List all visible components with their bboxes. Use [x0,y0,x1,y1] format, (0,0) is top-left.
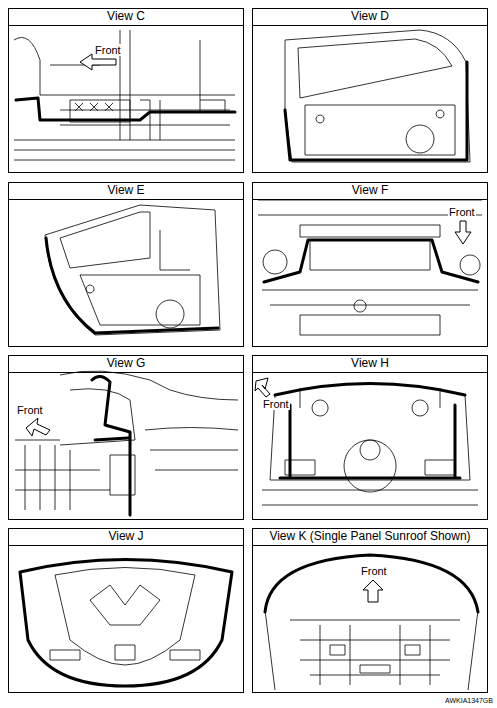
direction-label: Front [448,206,476,218]
view-title: View H [253,356,487,373]
view-title: View J [9,529,243,546]
direction-label: Front [360,565,388,577]
figure-code: AWKIA1347GB [444,697,494,705]
view-panel: View G [8,355,244,520]
view-panel: View J [8,528,244,693]
view-panel: View H [252,355,488,520]
view-title: View G [9,356,243,373]
view-panel: View K (Single Panel Sunroof Shown) [252,528,488,693]
direction-label: Front [262,398,290,410]
view-title: View D [253,9,487,26]
view-panel: View D [252,8,488,173]
direction-label: Front [16,404,44,416]
direction-label: Front [94,44,122,56]
view-title: View E [9,183,243,200]
view-title: View C [9,9,243,26]
view-panel: View E [8,182,244,347]
view-panel: View C [8,8,244,173]
view-title: View K (Single Panel Sunroof Shown) [253,529,487,546]
view-title: View F [253,183,487,200]
